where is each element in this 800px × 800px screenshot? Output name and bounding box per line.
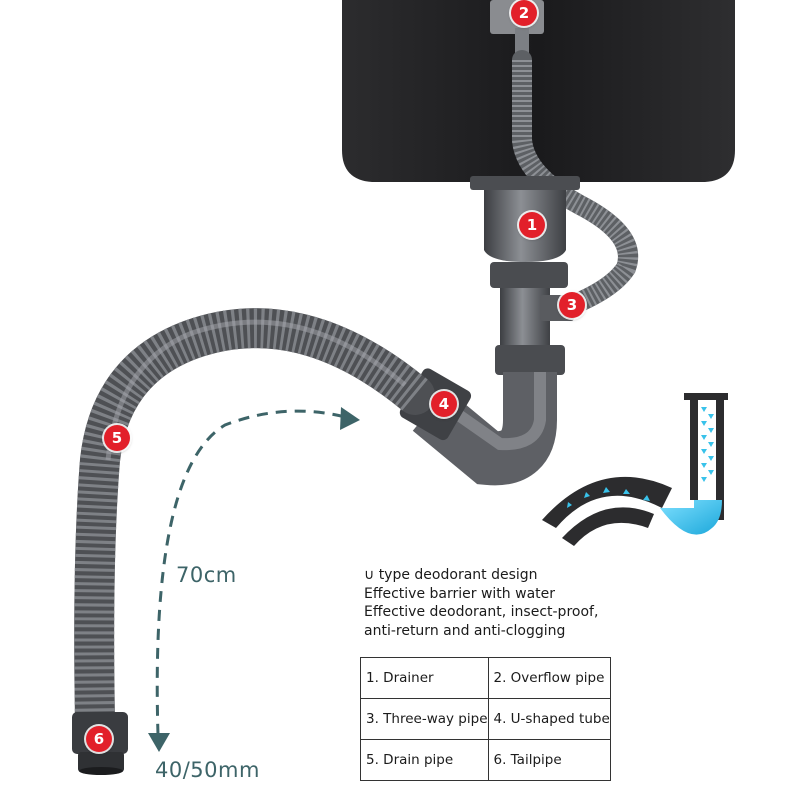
parts-legend-table: 1. Drainer 2. Overflow pipe 3. Three-way… — [360, 657, 611, 781]
marker-tailpipe: 6 — [86, 726, 112, 752]
legend-cell: 2. Overflow pipe — [487, 657, 611, 699]
arrowhead-down-icon — [148, 733, 170, 752]
table-row: 3. Three-way pipe 4. U-shaped tube — [360, 698, 611, 740]
description-line: Effective deodorant, insect-proof, — [364, 604, 599, 620]
legend-cell: 6. Tailpipe — [487, 739, 611, 781]
marker-overflow-pipe: 2 — [511, 0, 537, 26]
marker-u-shaped-tube: 4 — [431, 391, 457, 417]
legend-cell: 3. Three-way pipe — [360, 698, 489, 740]
description-line: ∪ type deodorant design — [364, 567, 538, 583]
feature-description: ∪ type deodorant design Effective barrie… — [364, 566, 644, 640]
table-row: 1. Drainer 2. Overflow pipe — [360, 657, 611, 699]
marker-three-way-pipe: 3 — [559, 292, 585, 318]
description-line: anti-return and anti-clogging — [364, 622, 566, 639]
legend-cell: 1. Drainer — [360, 657, 489, 699]
legend-cell: 4. U-shaped tube — [487, 698, 611, 740]
u-trap-diagram — [542, 393, 728, 546]
legend-cell: 5. Drain pipe — [360, 739, 489, 781]
diameter-label: 40/50mm — [155, 758, 260, 782]
arrowhead-right-icon — [340, 407, 360, 430]
three-way-pipe — [490, 262, 574, 375]
marker-drain-pipe: 5 — [104, 425, 130, 451]
length-label: 70cm — [176, 563, 237, 587]
table-row: 5. Drain pipe 6. Tailpipe — [360, 739, 611, 781]
drain-pipe — [74, 308, 435, 740]
length-arrow — [155, 409, 346, 736]
description-line: Effective barrier with water — [364, 585, 556, 602]
overflow-pipe — [512, 28, 638, 318]
sink-basin — [342, 0, 735, 182]
marker-drainer: 1 — [519, 212, 545, 238]
